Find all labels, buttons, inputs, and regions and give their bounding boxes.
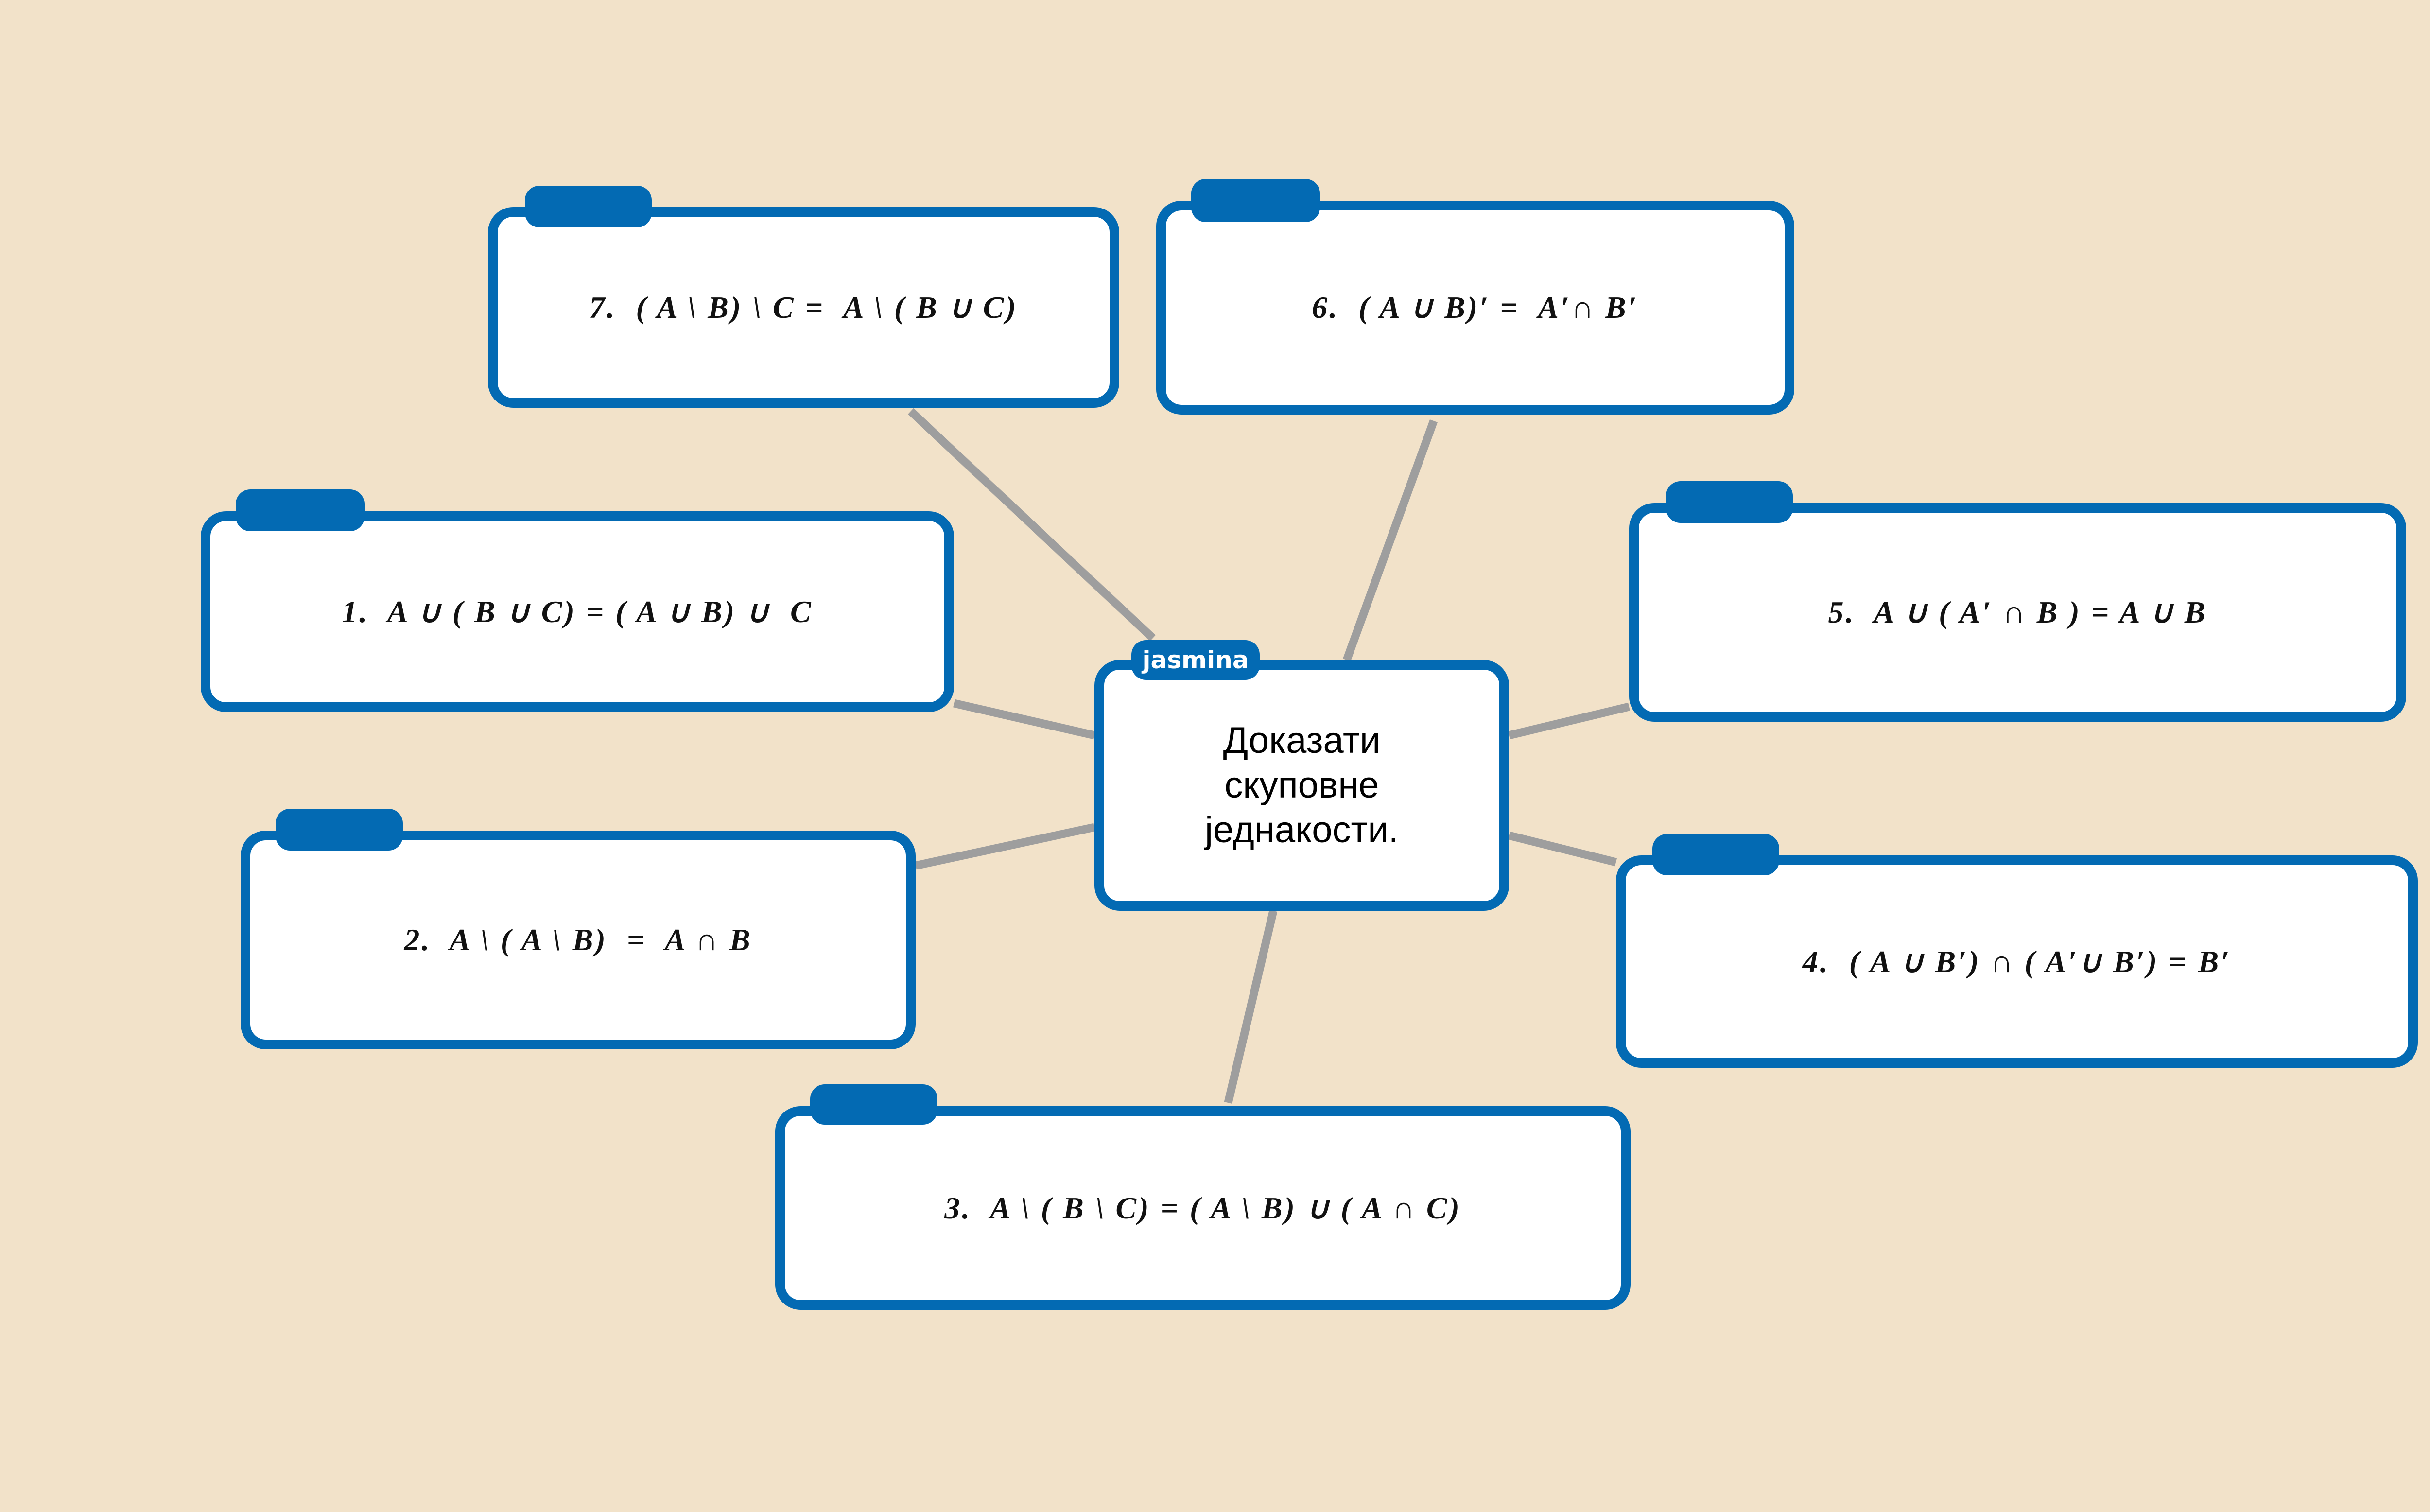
formula-5: 5. A ∪ ( A′ ∩ B ) = A ∪ B [1828, 595, 2207, 629]
formula-4: 4. ( A ∪ B′) ∩ ( A′∪ B′) = B′ [1802, 944, 2232, 979]
node-6-tab [1191, 179, 1320, 222]
link-7 [908, 408, 1156, 642]
node-2[interactable]: 2. A \ ( A \ B) = A ∩ B [241, 831, 916, 1049]
node-6[interactable]: 6. ( A ∪ B)′ = A′∩ B′ [1156, 201, 1794, 415]
node-1[interactable]: 1. A ∪ ( B ∪ C) = ( A ∪ B) ∪ C [201, 511, 954, 712]
link-4 [1508, 831, 1617, 867]
link-6 [1343, 419, 1438, 661]
formula-1: 1. A ∪ ( B ∪ C) = ( A ∪ B) ∪ C [342, 594, 813, 629]
formula-7: 7. ( A \ B) \ C = A \ ( B ∪ C) [589, 290, 1018, 325]
node-1-tab [236, 489, 364, 531]
link-2 [915, 823, 1095, 870]
formula-6: 6. ( A ∪ B)′ = A′∩ B′ [1312, 290, 1639, 325]
author-tag: jasmina [1131, 640, 1260, 680]
node-3-tab [810, 1084, 937, 1125]
link-3 [1224, 910, 1278, 1104]
node-7[interactable]: 7. ( A \ B) \ C = A \ ( B ∪ C) [488, 207, 1119, 408]
formula-2: 2. A \ ( A \ B) = A ∩ B [404, 922, 752, 957]
central-node-text: Доказати скуповне једнакости. [1205, 720, 1399, 851]
link-1 [953, 699, 1095, 740]
link-5 [1508, 702, 1630, 740]
node-3[interactable]: 3. A \ ( B \ C) = ( A \ B) ∪ ( A ∩ C) [775, 1106, 1631, 1310]
node-4-tab [1652, 834, 1779, 875]
node-2-tab [276, 809, 403, 851]
central-node[interactable]: Доказати скуповне једнакости. [1094, 660, 1509, 911]
node-4[interactable]: 4. ( A ∪ B′) ∩ ( A′∪ B′) = B′ [1616, 855, 2418, 1068]
node-5-tab [1666, 481, 1793, 523]
node-5[interactable]: 5. A ∪ ( A′ ∩ B ) = A ∪ B [1629, 503, 2406, 722]
formula-3: 3. A \ ( B \ C) = ( A \ B) ∪ ( A ∩ C) [944, 1190, 1461, 1225]
node-7-tab [525, 186, 652, 227]
